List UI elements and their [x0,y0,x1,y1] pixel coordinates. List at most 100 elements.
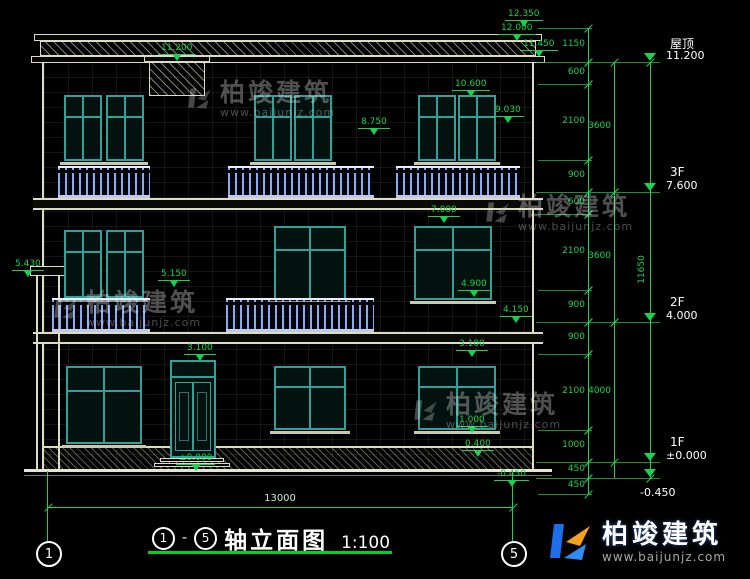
extension-line [538,28,592,29]
railing-2f-left [52,298,150,332]
elevation-marker: 0.400 [462,440,494,461]
mv [82,97,84,159]
extension-line [536,62,660,63]
elevation-marker: 11.200 [158,44,196,65]
ground-line [24,469,552,472]
extension-line [536,322,660,323]
mh [108,251,142,254]
level-triangle-icon [519,21,528,31]
window-3f-2 [102,95,148,165]
mv [312,97,314,159]
floor-elevation: 7.600 [666,179,698,192]
elevation-marker: 1.000 [456,416,488,437]
dim-value: 1150 [562,39,585,49]
brand-block: 柏竣建筑 www.baijunjz.com [546,518,726,568]
door-step-1 [160,458,224,462]
dl [175,381,193,452]
title-axis-from: 1 [152,526,175,550]
mh [296,115,330,118]
axis-bubble-5: 5 [501,541,527,567]
sill [290,162,336,165]
elevation-marker: ±0.000 [176,454,216,475]
mv [452,228,454,298]
elevation-value: 4.150 [500,306,532,317]
roof-frieze [40,41,536,56]
elevation-marker: 8.750 [358,118,390,139]
level-triangle-icon [195,355,204,365]
extension-line [536,192,660,193]
extension-line [538,84,592,85]
elevation-marker: 12.350 [505,10,543,31]
elevation-value: 10.600 [452,80,490,91]
window-3f-3 [250,95,296,165]
brand-name: 柏竣建筑 [602,520,723,551]
elevation-value: 5.430 [12,260,44,271]
elevation-value: ±0.000 [176,454,216,465]
dim-value: 900 [567,170,585,180]
extension-line [538,430,592,431]
title-text: 轴立面图 [224,528,329,554]
mv [272,97,274,159]
mv [436,97,438,159]
extension-line [536,462,660,463]
watermark-url: www.baijunjz.com [518,220,634,234]
elevation-marker: 11.450 [520,40,558,61]
dim-value: 450 [567,464,585,474]
elevation-value: 3.100 [456,340,488,351]
elevation-value: 4.900 [458,280,490,291]
elevation-value: 1.000 [456,416,488,427]
elevation-value: -0.450 [494,470,530,481]
extension-line [538,290,592,291]
sill [414,162,460,165]
level-triangle-icon [466,91,475,101]
floor-label: 1F [670,435,685,449]
mv [124,97,126,159]
level-triangle-icon [23,271,32,281]
floor-elevation: ±0.000 [666,449,707,462]
base-elevation: -0.450 [640,486,676,499]
window-1f-right [414,366,500,434]
drawing-element [550,524,564,558]
btxt: 柏竣建筑 www.baijunjz.com [602,520,726,564]
dim-value: 600 [567,67,585,77]
window-3f-4 [290,95,336,165]
window-1f-middle [270,366,350,434]
mv [103,368,105,442]
mh [420,115,454,118]
elevation-marker: 3.100 [456,340,488,361]
railing-3f-right [396,166,520,198]
roof-cornice-lip [31,56,545,63]
level-triangle-icon [511,317,520,327]
level-triangle-icon [169,281,178,291]
floor-level-triangle-icon [644,469,656,483]
floor-label: 2F [670,295,685,309]
railing-3f-middle [228,166,374,198]
extension-line [536,478,660,479]
sill [250,162,296,165]
drawing-element [550,524,590,560]
mh [108,115,142,118]
floor-level-triangle-icon [644,53,656,67]
window-3f-5 [414,95,460,165]
window-2f-middle [270,226,350,304]
title-separator: - [182,530,188,546]
title-scale: 1:100 [341,533,391,553]
floor-elevation: 11.200 [666,49,705,62]
bottom-dim-value: 13000 [264,493,296,504]
mh [420,386,494,388]
elevation-value: 3.100 [184,344,216,355]
level-triangle-icon [534,51,543,61]
dim-value: 900 [567,332,585,342]
level-triangle-icon [191,465,200,475]
slab-3f [33,198,543,210]
mv [476,97,478,159]
elevation-value: 11.450 [520,40,558,51]
level-triangle-icon [439,217,448,227]
elevation-value: 12.000 [498,24,536,35]
extension-line [538,494,592,495]
dim-line-outer [614,62,615,478]
level-triangle-icon [469,291,478,301]
mv [309,228,311,298]
floor-level-triangle-icon [644,313,656,327]
